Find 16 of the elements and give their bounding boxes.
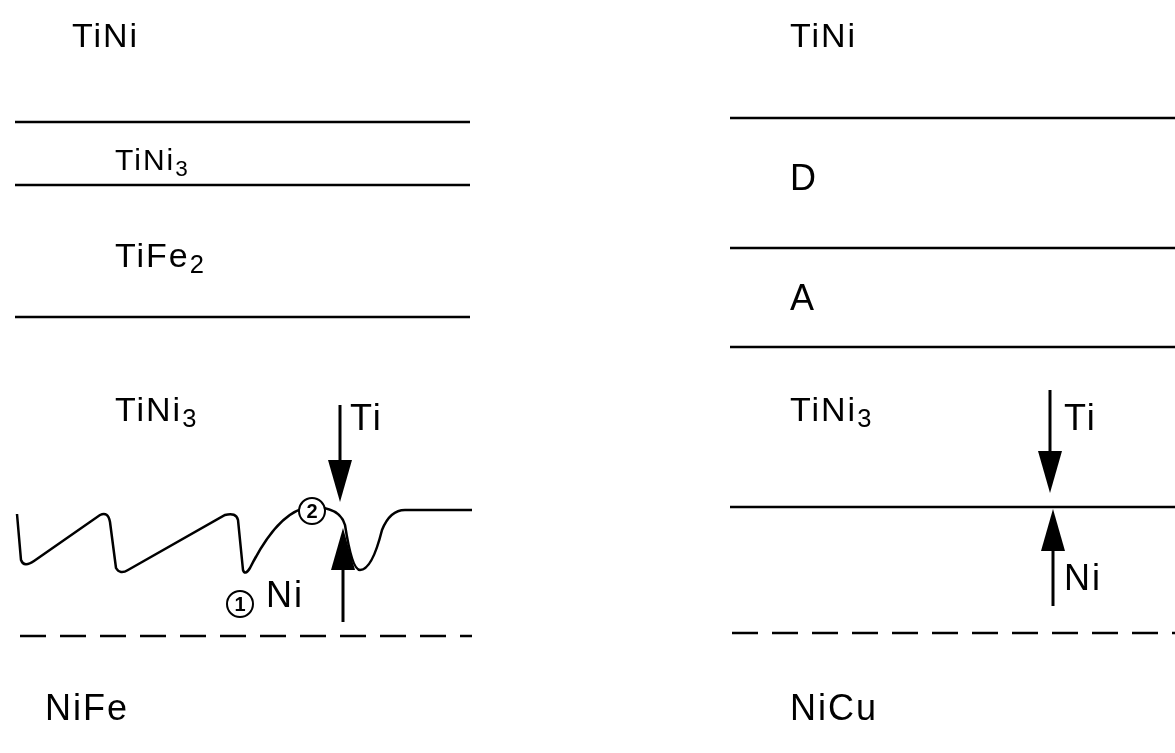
phase-label: TiFe$_{2}$ [115,238,206,272]
phase-label: TiNi [72,18,140,52]
phase-label: NiFe [45,690,129,726]
element-label: Ni [266,577,304,613]
phase-label: NiCu [790,690,878,726]
element-label: Ti [350,400,383,436]
callout-number: 2 [298,497,326,525]
phase-label: TiNi [790,18,858,52]
phase-label: TiNi$_{3}$ [115,145,190,175]
phase-label: A [790,280,816,316]
element-label: Ni [1064,560,1102,596]
phase-label: TiNi$_{3}$ [115,392,199,426]
element-label: Ti [1064,400,1097,436]
phase-label: D [790,160,818,196]
phase-label: TiNi$_{3}$ [790,392,874,426]
callout-number: 1 [226,590,254,618]
